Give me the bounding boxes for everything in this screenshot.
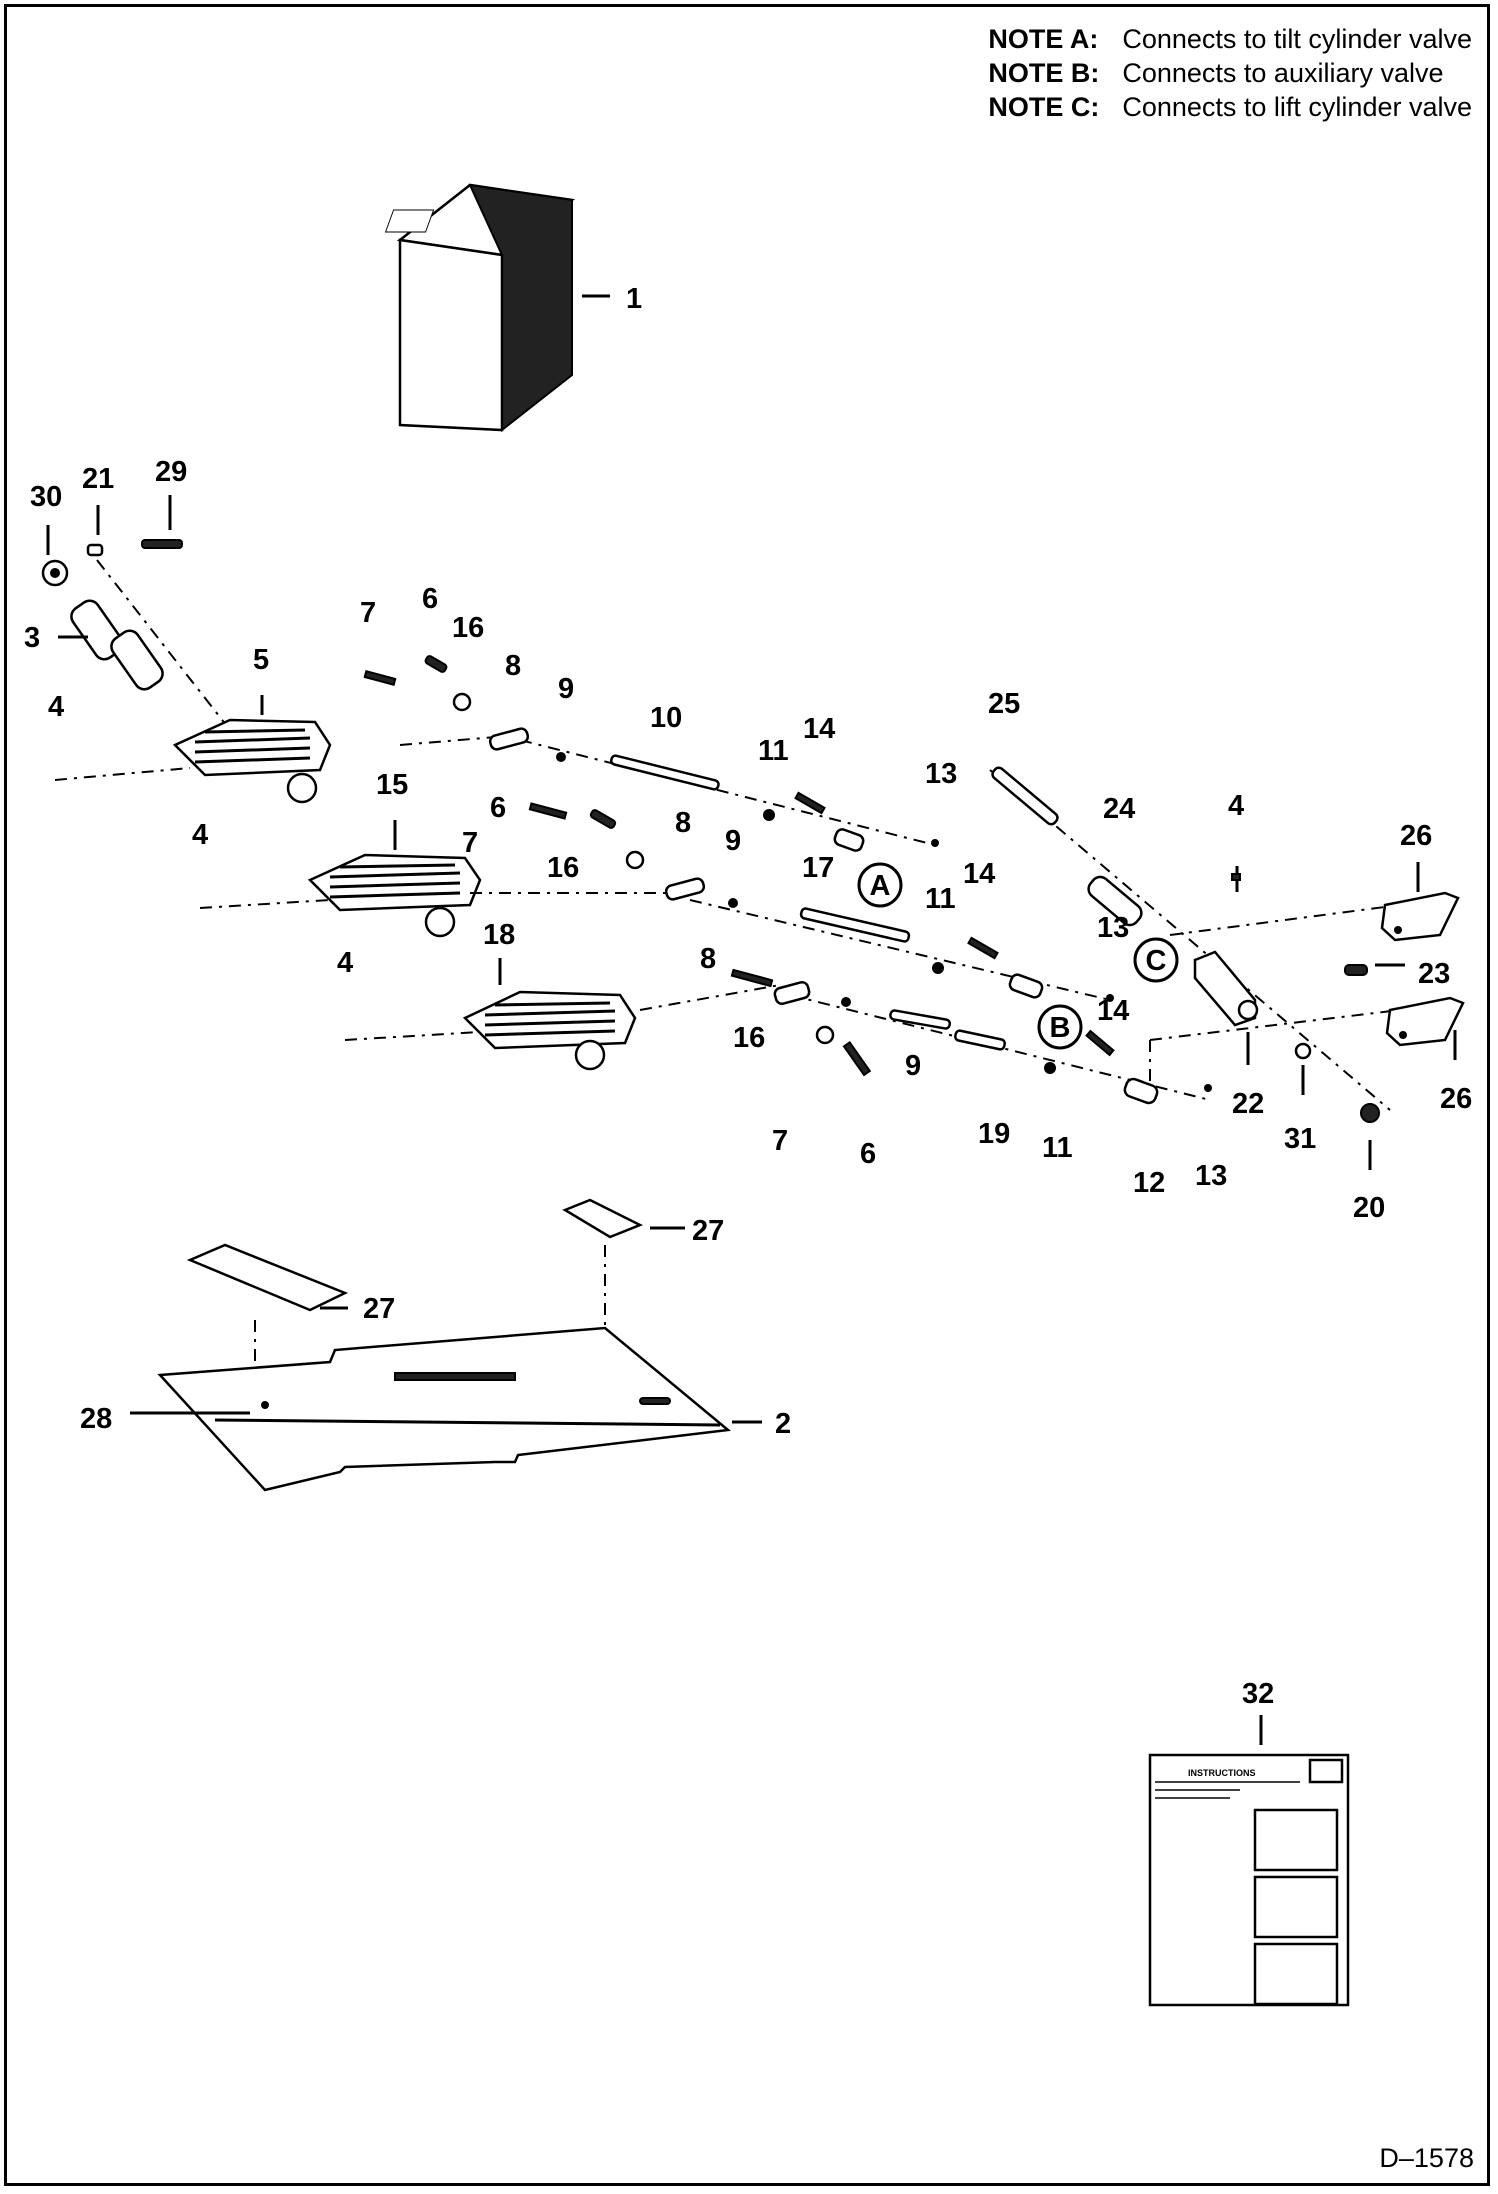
callout-16a: 16 xyxy=(452,612,484,644)
callout-16c: 16 xyxy=(733,1022,765,1054)
callout-27a: 27 xyxy=(692,1215,724,1247)
note-b: NOTE B: Connects to auxiliary valve xyxy=(988,56,1472,90)
circle-marker-b: B xyxy=(1037,1004,1083,1050)
callout-4b: 4 xyxy=(192,819,208,851)
callout-27b: 27 xyxy=(363,1293,395,1325)
callout-6c: 6 xyxy=(860,1138,876,1170)
callout-14a: 14 xyxy=(803,713,835,745)
callout-11a: 11 xyxy=(758,735,789,767)
callout-10: 10 xyxy=(650,702,682,734)
floor-plate-2 xyxy=(130,1326,762,1492)
callout-28: 28 xyxy=(80,1403,112,1435)
callout-5: 5 xyxy=(253,644,269,676)
linkage-centerlines xyxy=(54,734,1401,1111)
linkage-row-b xyxy=(528,802,1114,1002)
drawing-number: D–1578 xyxy=(1379,2143,1474,2173)
callout-14b: 14 xyxy=(963,858,995,890)
callout-6b: 6 xyxy=(490,792,506,824)
callout-11b: 11 xyxy=(925,883,956,915)
note-c-key: NOTE C: xyxy=(988,92,1100,122)
callout-9b: 9 xyxy=(725,825,741,857)
callout-8b: 8 xyxy=(675,807,691,839)
callout-16b: 16 xyxy=(547,852,579,884)
callout-7a: 7 xyxy=(360,597,376,629)
callout-31: 31 xyxy=(1284,1123,1316,1155)
callout-22: 22 xyxy=(1232,1088,1264,1120)
note-a-text: Connects to tilt cylinder valve xyxy=(1122,24,1472,54)
note-a: NOTE A: Connects to tilt cylinder valve xyxy=(988,22,1472,56)
note-c-text: Connects to lift cylinder valve xyxy=(1122,92,1472,122)
callout-9a: 9 xyxy=(558,673,574,705)
callout-9c: 9 xyxy=(905,1050,921,1082)
instructions-sheet-32: INSTRUCTIONS xyxy=(1148,1715,1350,2007)
callout-19: 19 xyxy=(978,1118,1010,1150)
callout-8c: 8 xyxy=(700,943,716,975)
callout-8a: 8 xyxy=(505,650,521,682)
instructions-heading: INSTRUCTIONS xyxy=(1188,1768,1256,1778)
callout-6a: 6 xyxy=(422,583,438,615)
hardware-30-21-29 xyxy=(41,495,183,587)
pedal-15 xyxy=(307,820,482,938)
note-c: NOTE C: Connects to lift cylinder valve xyxy=(988,90,1472,124)
note-b-key: NOTE B: xyxy=(988,58,1100,88)
circle-marker-a: A xyxy=(857,862,903,908)
callout-21: 21 xyxy=(82,463,114,495)
callout-4d: 4 xyxy=(1228,790,1244,822)
callout-17: 17 xyxy=(802,852,834,884)
callout-14c: 14 xyxy=(1097,995,1129,1027)
marker-c-label: C xyxy=(1146,945,1167,977)
callout-labels: 1 2 3 4 4 4 4 5 6 6 6 7 7 7 8 8 8 9 9 9 … xyxy=(24,283,1472,1710)
callout-29: 29 xyxy=(155,456,187,488)
callout-1: 1 xyxy=(626,283,642,315)
callout-4c: 4 xyxy=(337,947,353,979)
notes-block: NOTE A: Connects to tilt cylinder valve N… xyxy=(988,22,1472,124)
note-b-text: Connects to auxiliary valve xyxy=(1122,58,1444,88)
callout-20: 20 xyxy=(1353,1192,1385,1224)
callout-13a: 13 xyxy=(925,758,957,790)
callout-7b: 7 xyxy=(462,827,478,859)
callout-13c: 13 xyxy=(1195,1160,1227,1192)
marker-a-label: A xyxy=(870,870,891,902)
linkage-row-a xyxy=(363,655,1143,927)
callout-13b: 13 xyxy=(1097,912,1129,944)
callout-26a: 26 xyxy=(1400,820,1432,852)
marker-b-label: B xyxy=(1050,1012,1071,1044)
pedal-5 xyxy=(172,695,332,804)
bracket-assembly xyxy=(1193,862,1465,1170)
floor-mats-27 xyxy=(186,1198,685,1440)
callout-15: 15 xyxy=(376,769,408,801)
callout-7c: 7 xyxy=(772,1125,788,1157)
linkage-row-c xyxy=(730,968,1212,1105)
pedal-18 xyxy=(462,958,637,1071)
callout-32: 32 xyxy=(1242,1678,1274,1710)
callout-4a: 4 xyxy=(48,691,64,723)
callout-11c: 11 xyxy=(1042,1132,1073,1164)
part-1-manual-box xyxy=(384,183,610,433)
callout-2: 2 xyxy=(775,1408,791,1440)
part-3-rod xyxy=(58,559,231,731)
callout-25: 25 xyxy=(988,688,1020,720)
circle-marker-c: C xyxy=(1133,937,1179,983)
callout-26b: 26 xyxy=(1440,1083,1472,1115)
callout-30: 30 xyxy=(30,481,62,513)
callout-12: 12 xyxy=(1133,1167,1165,1199)
note-a-key: NOTE A: xyxy=(988,24,1099,54)
callout-3: 3 xyxy=(24,622,40,654)
callout-18: 18 xyxy=(483,919,515,951)
callout-23: 23 xyxy=(1418,958,1450,990)
callout-24: 24 xyxy=(1103,793,1135,825)
